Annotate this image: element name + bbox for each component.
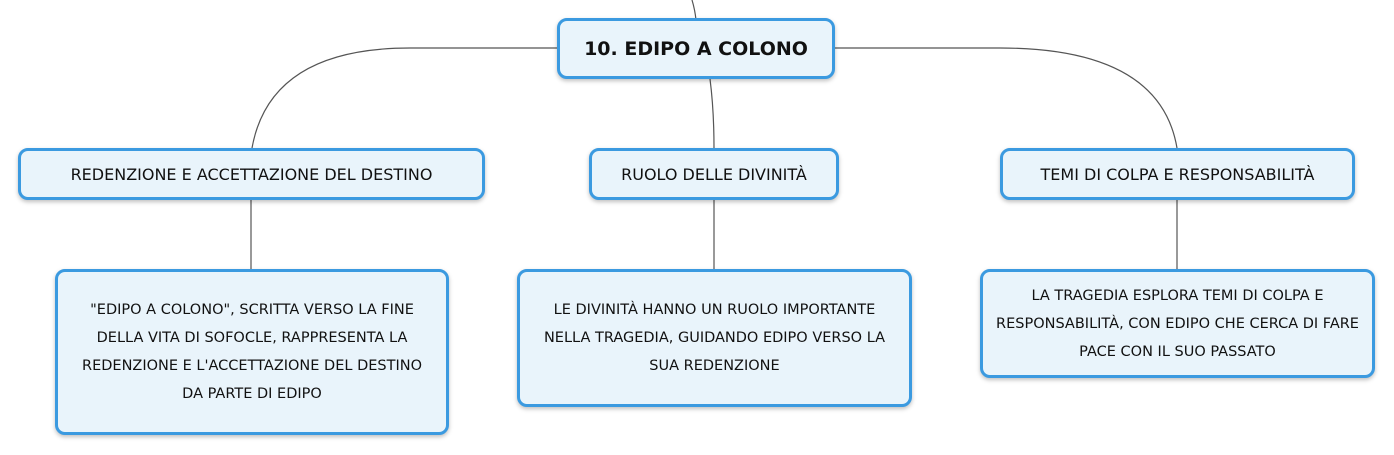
topic-node-redenzione[interactable]: REDENZIONE E ACCETTAZIONE DEL DESTINO <box>18 148 485 200</box>
detail-node-colpa[interactable]: LA TRAGEDIA ESPLORA TEMI DI COLPA E RESP… <box>980 269 1375 378</box>
detail-node-text: LE DIVINITÀ HANNO UN RUOLO IMPORTANTE NE… <box>543 302 886 374</box>
topic-node-label: RUOLO DELLE DIVINITÀ <box>621 164 807 184</box>
topic-node-colpa[interactable]: TEMI DI COLPA E RESPONSABILITÀ <box>1000 148 1355 200</box>
connector-root-to-topic-1 <box>251 47 557 149</box>
topic-node-label: TEMI DI COLPA E RESPONSABILITÀ <box>1040 164 1315 184</box>
connector-root-to-topic-3 <box>835 47 1178 149</box>
topic-node-divinita[interactable]: RUOLO DELLE DIVINITÀ <box>589 148 839 200</box>
detail-node-redenzione[interactable]: "EDIPO A COLONO", SCRITTA VERSO LA FINE … <box>55 269 449 435</box>
detail-node-text: "EDIPO A COLONO", SCRITTA VERSO LA FINE … <box>82 302 422 402</box>
connector-root-to-topic-2 <box>709 78 715 149</box>
detail-node-divinita[interactable]: LE DIVINITÀ HANNO UN RUOLO IMPORTANTE NE… <box>517 269 912 407</box>
root-node-label: 10. EDIPO A COLONO <box>584 37 808 60</box>
connector-parent-to-root <box>691 0 697 21</box>
detail-node-text: LA TRAGEDIA ESPLORA TEMI DI COLPA E RESP… <box>996 287 1359 360</box>
topic-node-label: REDENZIONE E ACCETTAZIONE DEL DESTINO <box>70 164 433 184</box>
root-node[interactable]: 10. EDIPO A COLONO <box>557 18 835 79</box>
